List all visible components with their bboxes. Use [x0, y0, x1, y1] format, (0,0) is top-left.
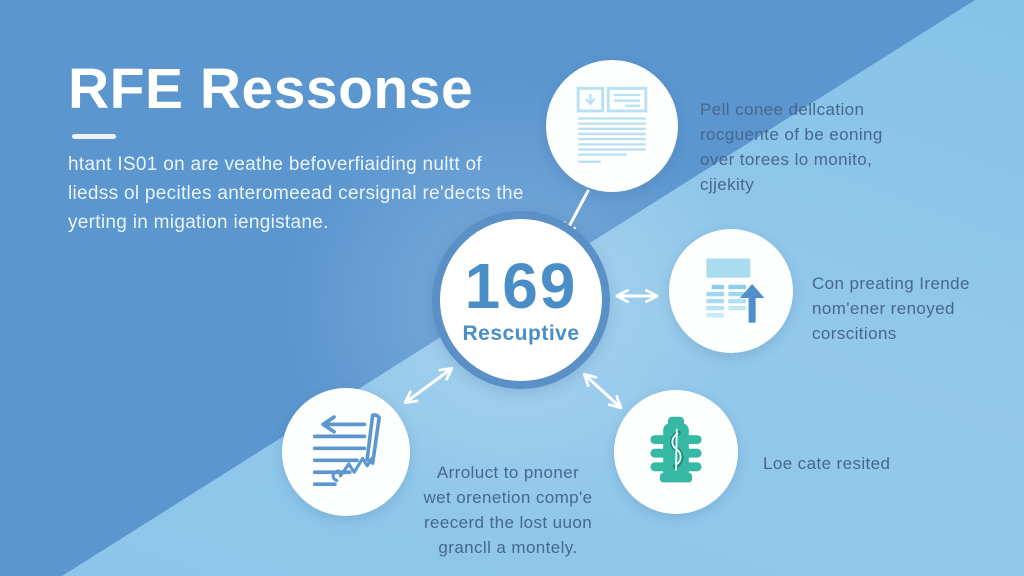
- table-node-circle: [669, 229, 793, 353]
- center-stat-circle: 169 Rescuptive: [432, 211, 610, 389]
- signature-node-text: Arroluct to pnoner wet orenetion comp'e …: [423, 463, 593, 557]
- finance-node-text: Loe cate resited: [763, 454, 891, 473]
- intro-text: htant IS01 on are veathe befoverfiaiding…: [68, 150, 528, 237]
- document-node-circle: [546, 60, 678, 192]
- document-icon: [576, 86, 648, 163]
- intro-line: liedss ol pecitles anteromeead cersignal…: [68, 183, 524, 204]
- main-title: RFE Ressonse: [68, 57, 474, 121]
- intro-line: yerting in migation iengistane.: [68, 212, 329, 233]
- intro-line: htant IS01 on are veathe befoverfiaiding…: [68, 154, 482, 175]
- annotated-document-icon: [312, 413, 381, 487]
- finance-node-circle: [614, 390, 738, 514]
- stat-label: Rescuptive: [462, 322, 580, 345]
- title-underline: [72, 134, 116, 139]
- gear-dollar-icon: [650, 416, 702, 483]
- document-node-text: Pell conee dellcation rocguente of be eo…: [700, 100, 883, 194]
- stat-value: 169: [464, 250, 578, 322]
- table-node-text: Con preating Irende nom'ener renoyed cor…: [812, 274, 970, 343]
- table-chart-icon: [706, 258, 765, 323]
- signature-node-circle: [282, 388, 410, 516]
